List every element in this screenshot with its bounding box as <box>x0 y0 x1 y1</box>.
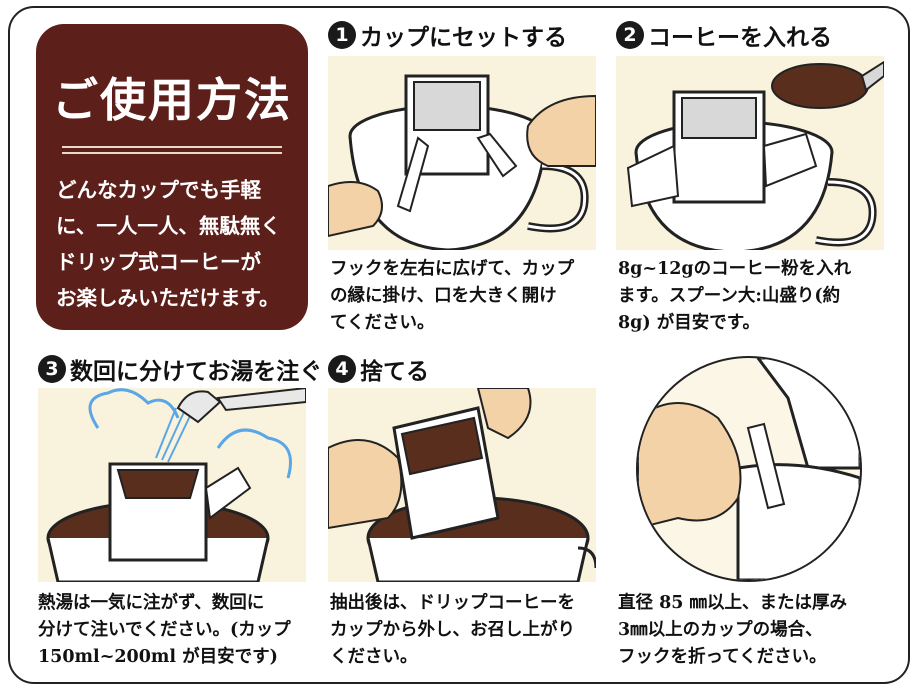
steam-right <box>216 428 292 479</box>
caption-line: ください。 <box>330 647 418 667</box>
coffee-scoop <box>771 63 869 109</box>
caption-line: 熱湯は一気に注がず、数回に <box>38 593 265 613</box>
title-rule-bottom <box>62 152 282 154</box>
cup-handle <box>577 546 596 569</box>
right-hook <box>204 466 252 520</box>
right-hook <box>476 132 518 178</box>
caption-line: 150ml~200ml が目安です) <box>38 647 278 667</box>
kettle-spout <box>176 390 222 424</box>
step-title: カップにセットする <box>360 25 567 51</box>
step-2-illustration <box>616 56 884 250</box>
title-line: どんなカップでも手軽 <box>56 178 261 202</box>
caption-line: 3㎜以上のカップの場合、 <box>618 620 823 640</box>
note-caption: 直径 85 ㎜以上、または厚み 3㎜以上のカップの場合、 フックを折ってください… <box>618 590 847 671</box>
title-box: ご使用方法 どんなカップでも手軽 に、一人一人、無駄無く ドリップ式コーヒーが … <box>36 24 308 330</box>
caption-line: 直径 85 ㎜以上、または厚み <box>618 593 848 613</box>
step-number: 2 <box>616 21 644 49</box>
step-number: 3 <box>38 355 66 383</box>
step-3-illustration <box>38 388 306 582</box>
caption-line: 8g~12gのコーヒー粉を入れ <box>618 259 852 279</box>
step-2-heading: 2 コーヒーを入れる <box>616 18 832 52</box>
title-rule-top <box>62 146 282 148</box>
step-title: 数回に分けてお湯を注ぐ <box>70 359 323 385</box>
hand <box>638 402 742 530</box>
left-hand <box>328 181 383 238</box>
title-line: に、一人一人、無駄無く <box>56 214 281 238</box>
steam-left <box>88 388 180 429</box>
step-number: 1 <box>328 21 356 49</box>
caption-line: カップから外し、お召し上がり <box>330 620 575 640</box>
folded-hook <box>746 422 786 510</box>
right-hand <box>476 388 532 440</box>
right-hand <box>526 94 596 167</box>
step-2-caption: 8g~12gのコーヒー粉を入れ ます。スプーン大:山盛り(約 8g) が目安です… <box>618 256 851 337</box>
cup-handle <box>815 180 875 244</box>
page-title: ご使用方法 <box>52 73 292 127</box>
caption-line: 8g) が目安です。 <box>618 313 761 333</box>
left-hook <box>396 136 430 213</box>
step-title: コーヒーを入れる <box>648 25 832 51</box>
step-4-illustration <box>328 388 596 582</box>
left-hand <box>328 439 403 530</box>
step-4-caption: 抽出後は、ドリップコーヒーを カップから外し、お召し上がり ください。 <box>330 590 575 671</box>
coffee-grounds <box>116 469 200 499</box>
title-line: お楽しみいただけます。 <box>56 286 280 310</box>
step-1-caption: フックを左右に広げて、カップ の縁に掛け、口を大きく開け てください。 <box>330 256 574 337</box>
kettle-arm <box>216 388 306 412</box>
step-title: 捨てる <box>360 359 429 385</box>
left-hook <box>626 144 680 208</box>
caption-line: フックを左右に広げて、カップ <box>330 259 575 279</box>
step-3-heading: 3 数回に分けてお湯を注ぐ <box>38 352 322 386</box>
step-3-caption: 熱湯は一気に注がず、数回に 分けて注いでください。(カップ 150ml~200m… <box>38 590 291 671</box>
step-4-heading: 4 捨てる <box>328 352 429 386</box>
cup-body <box>366 537 590 582</box>
step-1-illustration <box>328 56 596 250</box>
caption-line: 分けて注いでください。(カップ <box>38 620 291 640</box>
used-grounds <box>400 416 484 476</box>
caption-line: ます。スプーン大:山盛り(約 <box>618 286 841 306</box>
spoon-handle <box>860 60 884 92</box>
title-description: どんなカップでも手軽 に、一人一人、無駄無く ドリップ式コーヒーが お楽しみいた… <box>56 172 294 316</box>
caption-line: 抽出後は、ドリップコーヒーを <box>330 593 575 613</box>
caption-line: てください。 <box>330 313 435 333</box>
water-stream <box>155 407 177 459</box>
step-number: 4 <box>328 355 356 383</box>
note-illustration <box>636 356 862 582</box>
title-line: ドリップ式コーヒーが <box>56 250 261 274</box>
caption-line: フックを折ってください。 <box>618 647 827 667</box>
right-hook <box>762 132 818 188</box>
caption-line: の縁に掛け、口を大きく開け <box>330 286 557 306</box>
step-1-heading: 1 カップにセットする <box>328 18 567 52</box>
